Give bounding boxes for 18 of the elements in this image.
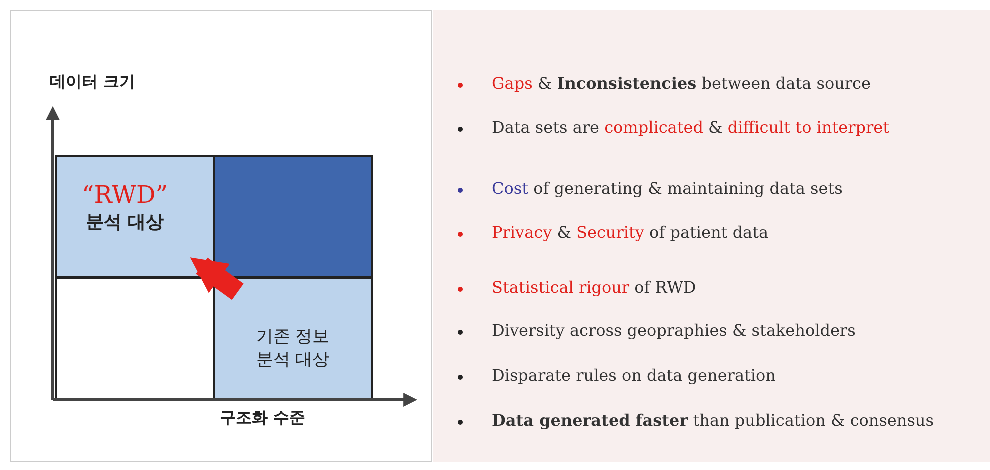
quadrant-box: [55, 155, 215, 278]
block-arrow: [190, 258, 244, 300]
x-axis-label: 구조화 수준: [220, 408, 306, 429]
bullet-text: Data sets are complicated & difficult to interpret: [492, 118, 890, 137]
quadrant-box: [213, 155, 373, 278]
highlight-label: “RWD”: [82, 180, 168, 211]
quadrant-box: [55, 277, 215, 400]
bullet-text: Cost of generating & maintaining data sets: [492, 179, 843, 198]
quadrant-label: 기존 정보 분석 대상: [255, 326, 331, 372]
quadrant-label: 분석 대상: [86, 211, 164, 236]
bullet-text: Gaps & Inconsistencies between data source: [492, 74, 871, 93]
bullet-text: Disparate rules on data generation: [492, 366, 776, 385]
y-axis-label: 데이터 크기: [50, 72, 136, 93]
bullet-text: Statistical rigour of RWD: [492, 278, 696, 297]
bullet-text: Privacy & Security of patient data: [492, 223, 769, 242]
bullet-text: Diversity across geopraphies & stakeholders: [492, 321, 856, 340]
quadrant-box: [213, 277, 373, 400]
bullet-text: Data generated faster than publication & consensus: [492, 411, 934, 430]
